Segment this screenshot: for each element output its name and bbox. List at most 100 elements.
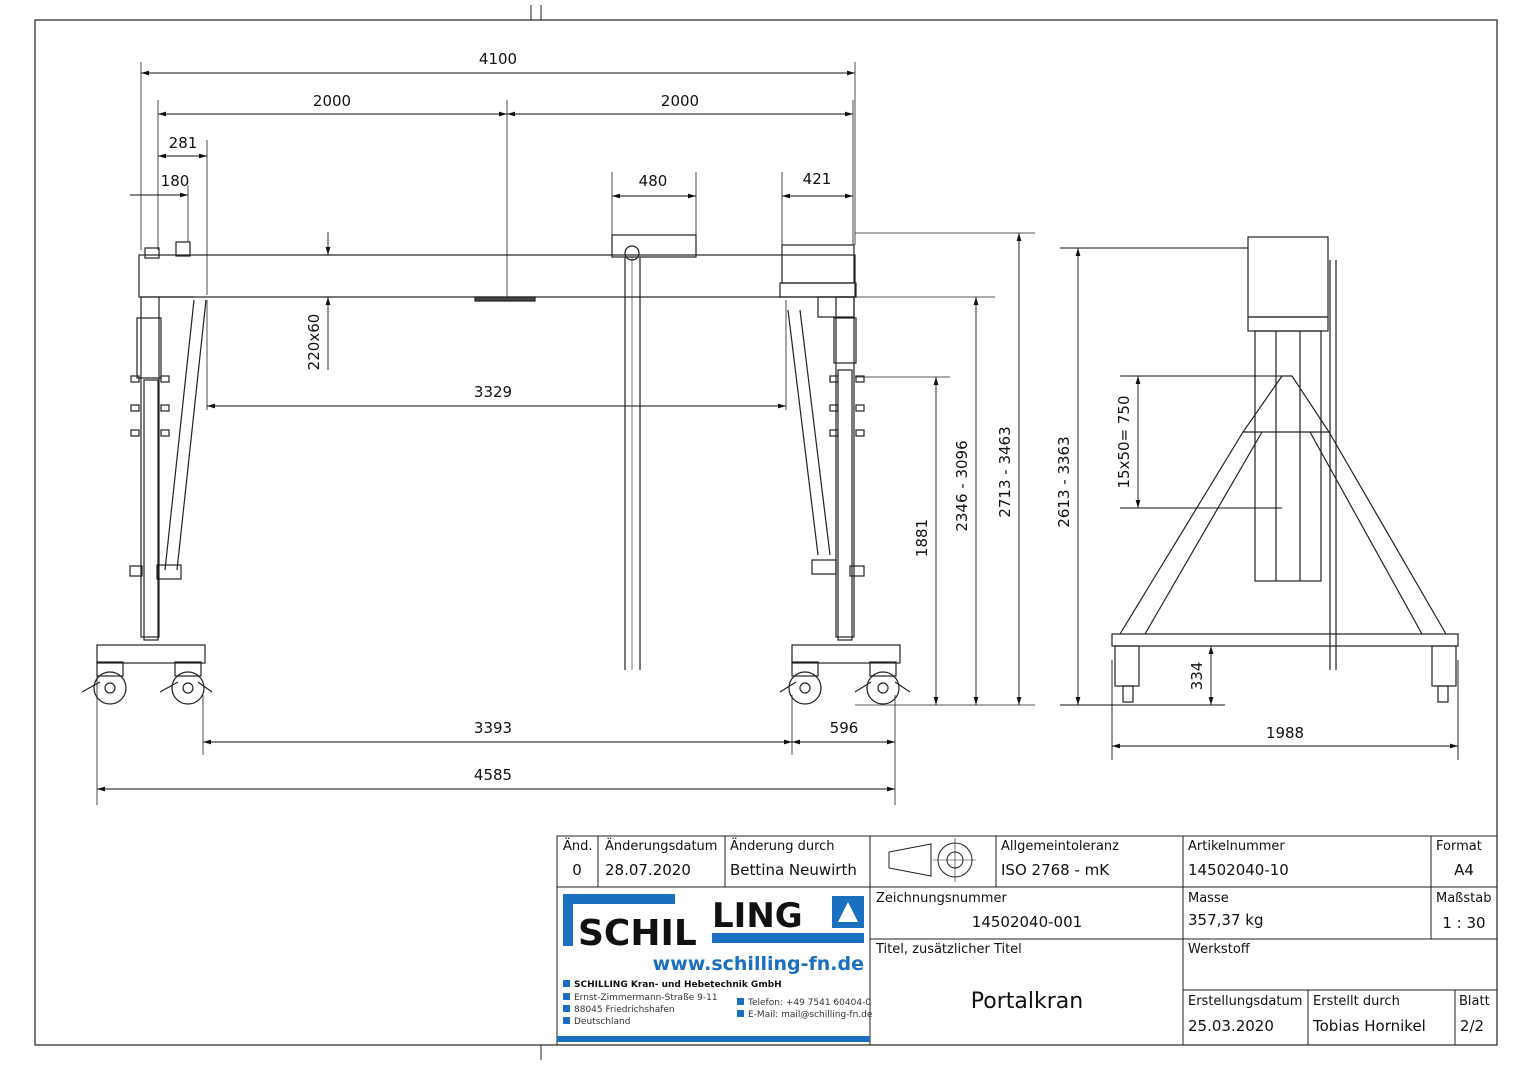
logo-text-ling: LING	[712, 896, 803, 936]
tb-article-value: 14502040-10	[1188, 861, 1289, 879]
right-carriage	[781, 244, 855, 284]
logo-text-schil: SCHIL	[578, 913, 697, 954]
tb-created-date-value: 25.03.2020	[1188, 1017, 1274, 1035]
tb-general-tol-value: ISO 2768 - mK	[1001, 861, 1110, 879]
beam-bracket-left	[175, 241, 191, 257]
tb-mass-value: 357,37 kg	[1188, 911, 1263, 929]
tb-rev-value: 0	[572, 861, 582, 879]
dim-3393: 3393	[474, 719, 512, 737]
company-email: E-Mail: mail@schilling-fn.de	[748, 1010, 873, 1020]
dimension-labels: 4100 2000 2000 281 180 480 421 220x60 33…	[161, 50, 1304, 784]
dim-2000-right: 2000	[661, 92, 699, 110]
left-leg-sleeve	[136, 317, 162, 379]
left-base	[96, 644, 206, 664]
side-dimension-lines	[1060, 247, 1459, 760]
side-base-rail	[1111, 633, 1459, 647]
side-foot-right	[1431, 645, 1457, 687]
left-strut	[164, 299, 195, 571]
tb-sheet-value: 2/2	[1460, 1017, 1484, 1035]
right-carriage-base	[779, 282, 857, 298]
tb-material-header: Werkstoff	[1188, 942, 1251, 957]
left-wheel-1	[93, 671, 127, 705]
side-foot-left	[1114, 645, 1140, 687]
tb-drawing-no-value: 14502040-001	[972, 913, 1082, 931]
title-block	[556, 835, 1498, 1046]
tb-changed-by-header: Änderung durch	[730, 838, 835, 854]
company-country: Deutschland	[574, 1017, 630, 1027]
right-base	[791, 644, 901, 664]
tb-scale-value: 1 : 30	[1442, 914, 1485, 932]
side-column	[1254, 330, 1322, 582]
tb-article-header: Artikelnummer	[1188, 839, 1285, 854]
tb-change-date-header: Änderungsdatum	[605, 838, 717, 854]
company-logo: SCHIL LING www.schilling-fn.de SCHILLING…	[557, 894, 873, 1042]
dim-180: 180	[161, 172, 190, 190]
tb-rev-header: Änd.	[563, 838, 593, 854]
dim-334: 334	[1188, 662, 1206, 691]
dim-281: 281	[169, 134, 198, 152]
dim-2613-3363: 2613 - 3363	[1055, 436, 1073, 527]
right-wheel-1	[788, 671, 822, 705]
company-phone: Telefon: +49 7541 60404-0	[747, 998, 871, 1008]
front-view	[81, 234, 911, 705]
right-wheel-2	[866, 671, 900, 705]
right-leg-sleeve	[833, 317, 857, 364]
tb-created-by-header: Erstellt durch	[1313, 994, 1400, 1009]
beam-endcap-left	[144, 247, 160, 259]
side-beam-section	[1247, 316, 1329, 332]
dim-4585: 4585	[474, 766, 512, 784]
dim-2000-left: 2000	[313, 92, 351, 110]
trolley	[611, 234, 697, 258]
dim-1988: 1988	[1266, 724, 1304, 742]
tb-change-date-value: 28.07.2020	[605, 861, 691, 879]
right-strut	[787, 309, 819, 556]
left-leg-inner	[140, 296, 160, 638]
tb-scale-header: Maßstab	[1436, 891, 1491, 906]
title-block-text: Änd. 0 Änderungsdatum 28.07.2020 Änderun…	[563, 838, 1491, 1035]
tb-created-by-value: Tobias Hornikel	[1312, 1017, 1426, 1035]
dim-480: 480	[639, 172, 668, 190]
right-leg-post	[837, 369, 853, 641]
company-street: Ernst-Zimmermann-Straße 9-11	[574, 993, 718, 1003]
right-strut-foot	[811, 559, 837, 575]
tb-drawing-no-header: Zeichnungsnummer	[876, 891, 1007, 906]
dim-2713-3463: 2713 - 3463	[996, 426, 1014, 517]
left-wheel-2	[171, 671, 205, 705]
dimension-lines	[97, 70, 1022, 792]
dim-hole-pattern: 15x50= 750	[1115, 395, 1133, 488]
title-block-frame	[556, 835, 1498, 1046]
main-beam	[138, 254, 856, 298]
tb-format-value: A4	[1454, 861, 1474, 879]
company-website: www.schilling-fn.de	[653, 953, 864, 975]
company-city: 88045 Friedrichshafen	[574, 1005, 675, 1015]
company-name: SCHILLING Kran- und Hebetechnik GmbH	[574, 980, 782, 990]
extension-lines	[96, 62, 1035, 805]
side-gusset	[1241, 375, 1331, 433]
side-view	[1111, 236, 1459, 703]
tb-sheet-header: Blatt	[1459, 994, 1490, 1009]
tb-created-date-header: Erstellungsdatum	[1188, 994, 1302, 1009]
right-leg-inner	[835, 296, 855, 638]
tb-title-value: Portalkran	[971, 989, 1083, 1014]
side-trolley	[1247, 236, 1329, 318]
projection-cone-icon	[888, 843, 932, 877]
dim-3329: 3329	[474, 383, 512, 401]
left-strut-foot	[156, 564, 182, 580]
beam-clamp	[474, 296, 536, 302]
tb-mass-header: Masse	[1188, 891, 1229, 906]
sheet-frame	[34, 19, 1498, 1046]
tb-general-tol-header: Allgemeintoleranz	[1001, 839, 1119, 854]
dim-421: 421	[803, 170, 832, 188]
tb-format-header: Format	[1436, 839, 1482, 854]
left-leg-post	[143, 379, 159, 641]
tb-changed-by-value: Bettina Neuwirth	[730, 861, 857, 879]
logo-triangle-icon	[838, 902, 858, 922]
tb-title-header: Titel, zusätzlicher Titel	[875, 942, 1022, 957]
dim-1881: 1881	[913, 519, 931, 557]
side-leg-right	[1328, 431, 1447, 635]
dim-beam-profile: 220x60	[305, 314, 323, 371]
dim-2346-3096: 2346 - 3096	[953, 440, 971, 531]
side-leg-left	[1119, 431, 1244, 635]
dim-596: 596	[830, 719, 859, 737]
